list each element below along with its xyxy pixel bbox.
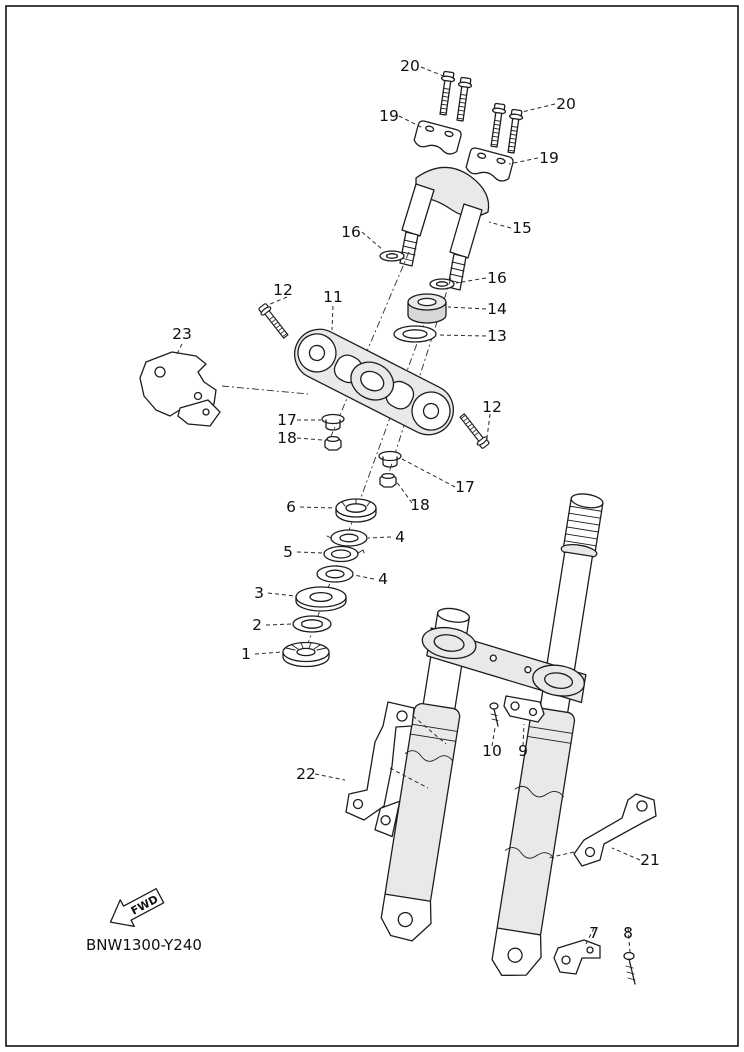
part-label-5: 5 bbox=[283, 543, 293, 561]
part-label-18-left: 18 bbox=[277, 429, 297, 447]
bracket-23 bbox=[139, 351, 221, 427]
part-label-1: 1 bbox=[241, 645, 251, 663]
part-label-11: 11 bbox=[323, 288, 343, 306]
bracket-9 bbox=[503, 695, 545, 723]
part-label-22: 22 bbox=[296, 765, 316, 783]
upper-triple-clamp-11 bbox=[293, 328, 455, 436]
leader-lines bbox=[175, 66, 641, 953]
part-label-17-right: 17 bbox=[455, 478, 475, 496]
part-label-12-left: 12 bbox=[273, 281, 293, 299]
bolt-12-left bbox=[256, 301, 292, 341]
part-label-13: 13 bbox=[487, 327, 507, 345]
part-label-19-left: 19 bbox=[379, 107, 399, 125]
handlebar-clamp-19-left bbox=[412, 119, 463, 157]
lower-bracket-crown bbox=[421, 626, 587, 704]
bracket-22 bbox=[345, 701, 447, 821]
bracket-7 bbox=[553, 939, 601, 975]
page-border bbox=[5, 5, 739, 1047]
part-label-8: 8 bbox=[623, 924, 633, 942]
screw-10 bbox=[489, 702, 499, 727]
catalog-code: BNW1300-Y240 bbox=[86, 936, 202, 954]
part-label-20-left: 20 bbox=[400, 57, 420, 75]
nut-17-left bbox=[321, 413, 345, 431]
part-label-17-left: 17 bbox=[277, 411, 297, 429]
part-label-4-lower: 4 bbox=[378, 570, 388, 588]
part-label-3: 3 bbox=[254, 584, 264, 602]
washer-16-left bbox=[379, 250, 405, 262]
nut-18-right bbox=[379, 472, 397, 488]
part-label-14: 14 bbox=[487, 300, 507, 318]
part-label-20-right: 20 bbox=[556, 95, 576, 113]
part-label-7: 7 bbox=[589, 924, 599, 942]
part-label-10: 10 bbox=[482, 742, 502, 760]
steering-stem-nut-14 bbox=[407, 293, 447, 324]
part-labels: 20 20 19 19 15 16 16 14 13 12 11 23 17 1… bbox=[172, 57, 660, 942]
part-label-9: 9 bbox=[518, 742, 528, 760]
handlebar-holder-15 bbox=[399, 166, 490, 291]
part-label-12-right: 12 bbox=[482, 398, 502, 416]
handlebar-holder-assembly bbox=[379, 70, 525, 291]
part-label-4-upper: 4 bbox=[395, 528, 405, 546]
front-fork-assembly bbox=[374, 493, 604, 977]
fwd-direction-marker: FWD bbox=[109, 888, 165, 928]
washer-13 bbox=[393, 325, 437, 343]
bolt-20-a bbox=[435, 70, 457, 117]
part-label-2: 2 bbox=[252, 616, 262, 634]
nut-18-left bbox=[324, 435, 342, 451]
bearing-1 bbox=[282, 641, 330, 668]
bolt-8 bbox=[623, 951, 636, 985]
seal-2 bbox=[292, 615, 332, 633]
bolt-20-b bbox=[452, 76, 474, 123]
part-label-19-right: 19 bbox=[539, 149, 559, 167]
washer-4-upper bbox=[326, 529, 368, 547]
washer-4-lower bbox=[316, 565, 354, 583]
part-label-6: 6 bbox=[286, 498, 296, 516]
lock-washer-5 bbox=[323, 545, 365, 563]
part-label-23: 23 bbox=[172, 325, 192, 343]
bolt-12-right bbox=[456, 411, 492, 451]
part-label-15: 15 bbox=[512, 219, 532, 237]
part-label-18-right: 18 bbox=[410, 496, 430, 514]
ring-nut-6 bbox=[335, 498, 377, 523]
part-label-16-left: 16 bbox=[341, 223, 361, 241]
bolt-20-d bbox=[503, 108, 525, 155]
bolt-20-c bbox=[486, 102, 508, 149]
washer-16-right bbox=[429, 278, 455, 290]
nut-17-right bbox=[378, 450, 402, 468]
part-label-21: 21 bbox=[640, 851, 660, 869]
part-label-16-right: 16 bbox=[487, 269, 507, 287]
bearing-cover-3 bbox=[295, 586, 347, 612]
bracket-21 bbox=[547, 793, 657, 867]
